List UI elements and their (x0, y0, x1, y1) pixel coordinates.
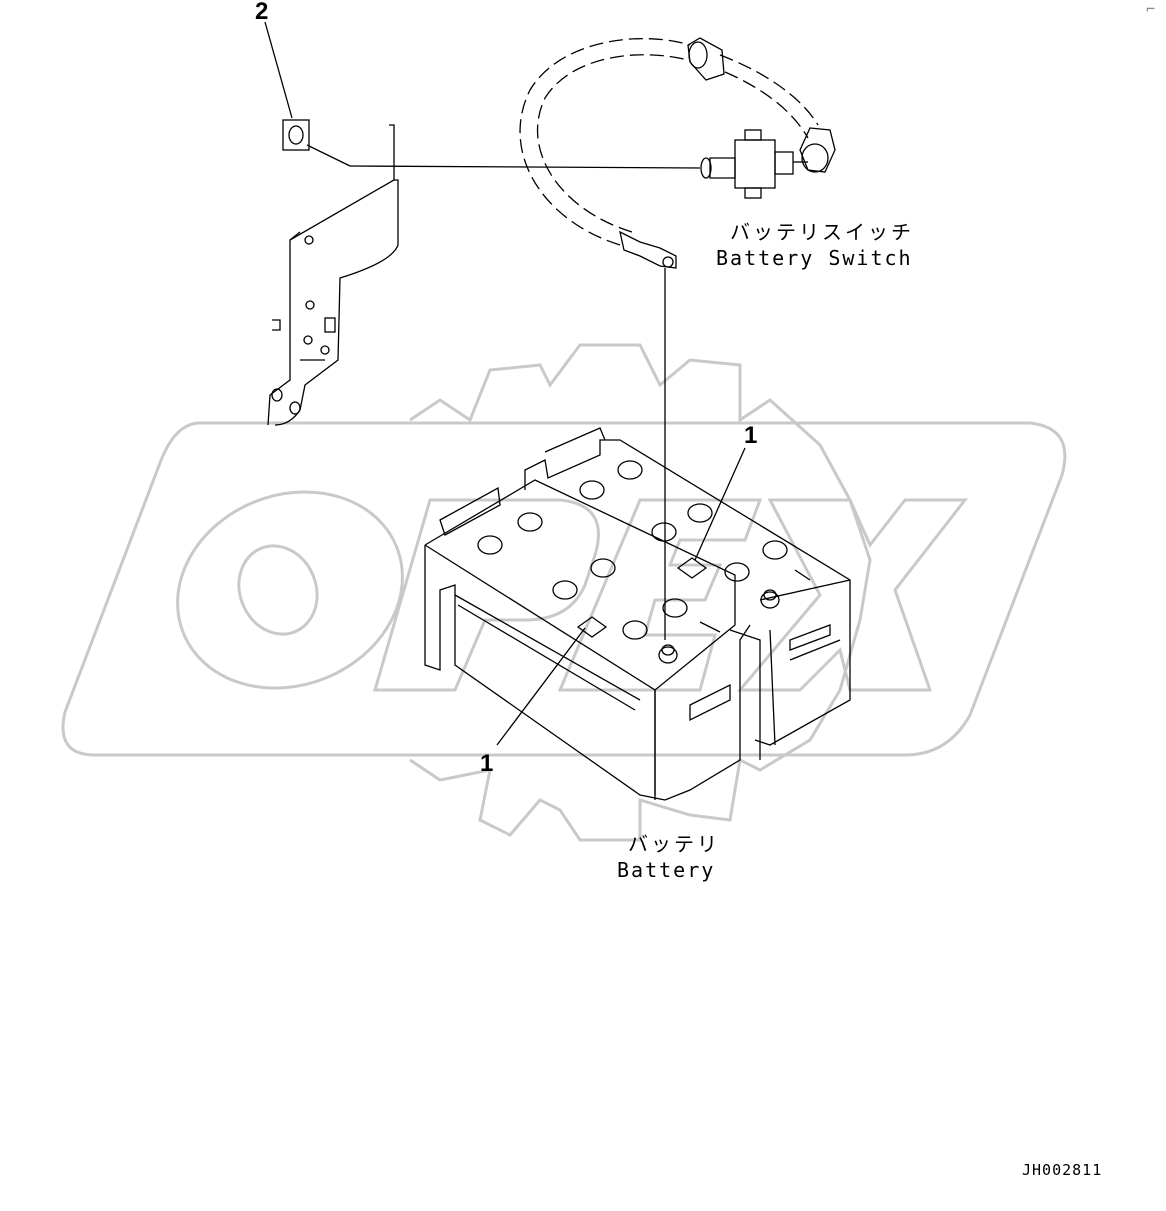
drawing-code: JH002811 (1022, 1161, 1103, 1179)
corner-mark: ⌐ (1146, 0, 1157, 18)
watermark-band (61, 421, 1067, 757)
reference-line (349, 165, 701, 169)
leader-part-1-upper (694, 447, 746, 561)
battery-right (524, 427, 851, 746)
battery-left (424, 479, 761, 801)
callout-part-2: 2 (255, 0, 269, 25)
battery-label-en: Battery (617, 858, 716, 882)
battery-switch (700, 129, 829, 199)
watermark-gear (409, 343, 872, 842)
battery-switch-label-jp: バッテリスイッチ (730, 220, 914, 244)
callout-part-1-upper: 1 (744, 422, 758, 449)
part-2-clip (264, 21, 351, 167)
line-art (264, 21, 851, 801)
bracket (267, 124, 399, 426)
battery-label-jp: バッテリ (628, 832, 720, 856)
battery-switch-label-en: Battery Switch (716, 246, 913, 270)
battery-cable (519, 37, 836, 269)
callout-part-1-lower: 1 (480, 750, 494, 777)
leader-part-1-lower (496, 627, 586, 746)
